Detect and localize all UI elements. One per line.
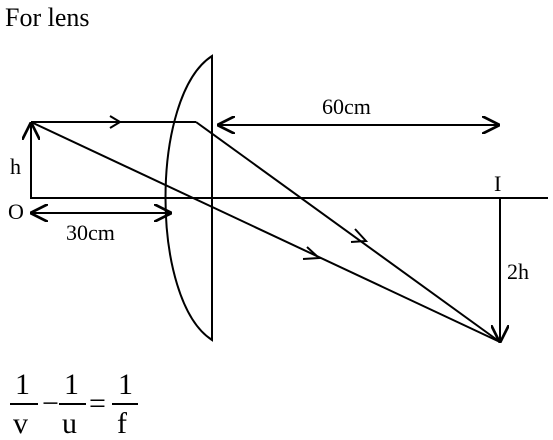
formula-term2-numerator: 1 — [64, 368, 79, 401]
formula-term2-denominator: u — [62, 407, 77, 440]
image-height-label: 2h — [507, 259, 529, 284]
lens-formula: 1 v − 1 u = 1 f — [10, 368, 138, 440]
object-point-label: O — [8, 199, 24, 224]
formula-minus: − — [42, 387, 59, 420]
formula-term3-denominator: f — [117, 407, 127, 440]
formula-term1-numerator: 1 — [15, 368, 30, 401]
ray-refracted-arrowhead — [350, 228, 369, 243]
formula-equals: = — [89, 387, 106, 420]
image-distance-label: 60cm — [322, 94, 371, 119]
title: For lens — [5, 3, 90, 32]
object-height-label: h — [10, 154, 21, 179]
formula-term3-numerator: 1 — [118, 368, 133, 401]
ray-parallel-arrowhead — [109, 115, 122, 129]
object-distance-label: 30cm — [66, 220, 115, 245]
ray-central — [30, 121, 501, 343]
formula-term1-denominator: v — [13, 407, 28, 440]
ray-central-arrowhead — [302, 246, 322, 260]
ray-refracted — [195, 121, 501, 343]
image-point-label: I — [494, 171, 501, 196]
